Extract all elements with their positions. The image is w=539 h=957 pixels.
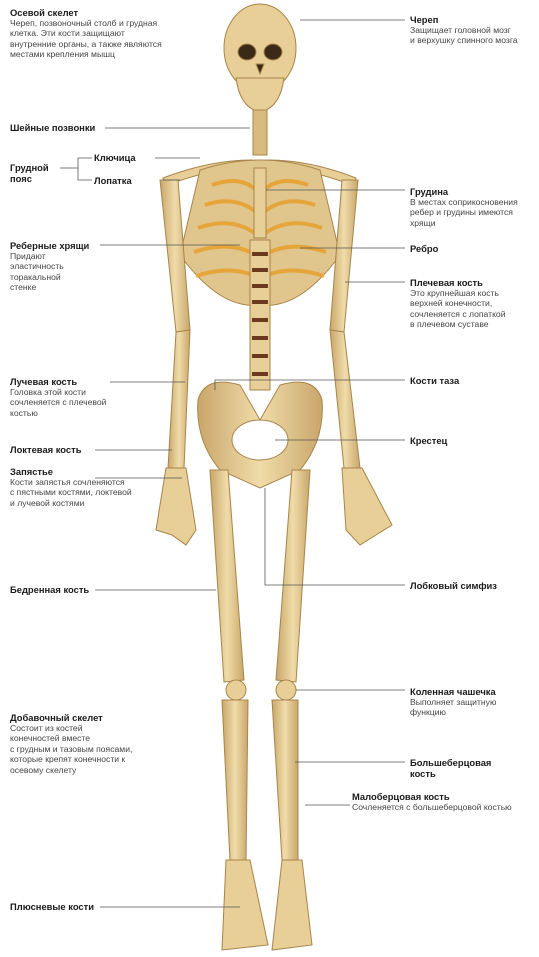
tibia-right [272,700,298,860]
label-ulna: Локтевая кость [10,444,81,455]
hand-right [342,468,392,545]
label-skull: Череп Защищает головной мозг и верхушку … [410,14,539,46]
label-wrist: Запястье Кости запястья сочленяются с пя… [10,466,132,508]
sternum [254,168,266,238]
forearm-right [330,330,360,468]
foot-left [222,860,268,950]
label-appendicular-skeleton: Добавочный скелет Состоит из костей коне… [10,712,170,775]
label-pubic-symphysis: Лобковый симфиз [410,580,497,591]
label-sacrum: Крестец [410,435,447,446]
tibia-left [222,700,248,860]
label-metatarsals: Плюсневые кости [10,901,94,912]
spine [250,240,270,390]
label-cervical-vertebrae: Шейные позвонки [10,122,95,133]
femur-left [210,470,244,682]
patella-right [276,680,296,700]
mandible [236,78,284,112]
label-femur: Бедренная кость [10,584,89,595]
label-pelvis: Кости таза [410,375,459,386]
label-clavicle: Ключица [94,152,136,163]
label-patella: Коленная чашечка Выполняет защитную функ… [410,686,539,718]
label-scapula: Лопатка [94,175,132,186]
label-radius: Лучевая кость Головка этой кости сочленя… [10,376,106,418]
label-costal-cartilage: Реберные хрящи Придают эластичность тора… [10,240,89,293]
label-sternum: Грудина В местах соприкосновения ребер и… [410,186,539,228]
label-rib: Ребро [410,243,438,254]
label-tibia: Большеберцовая кость [410,757,491,779]
label-axial-skeleton: Осевой скелет Череп, позвоночный столб и… [10,7,210,60]
forearm-left [168,330,190,468]
cervical-vertebrae [253,110,267,155]
label-pectoral-girdle: Грудной пояс [10,162,49,184]
label-fibula: Малоберцовая кость Сочленяется с большеб… [352,791,539,812]
label-humerus: Плечевая кость Это крупнейшая кость верх… [410,277,539,330]
foot-right [272,860,312,950]
femur-right [276,470,310,682]
patella-left [226,680,246,700]
hand-left [156,468,196,545]
